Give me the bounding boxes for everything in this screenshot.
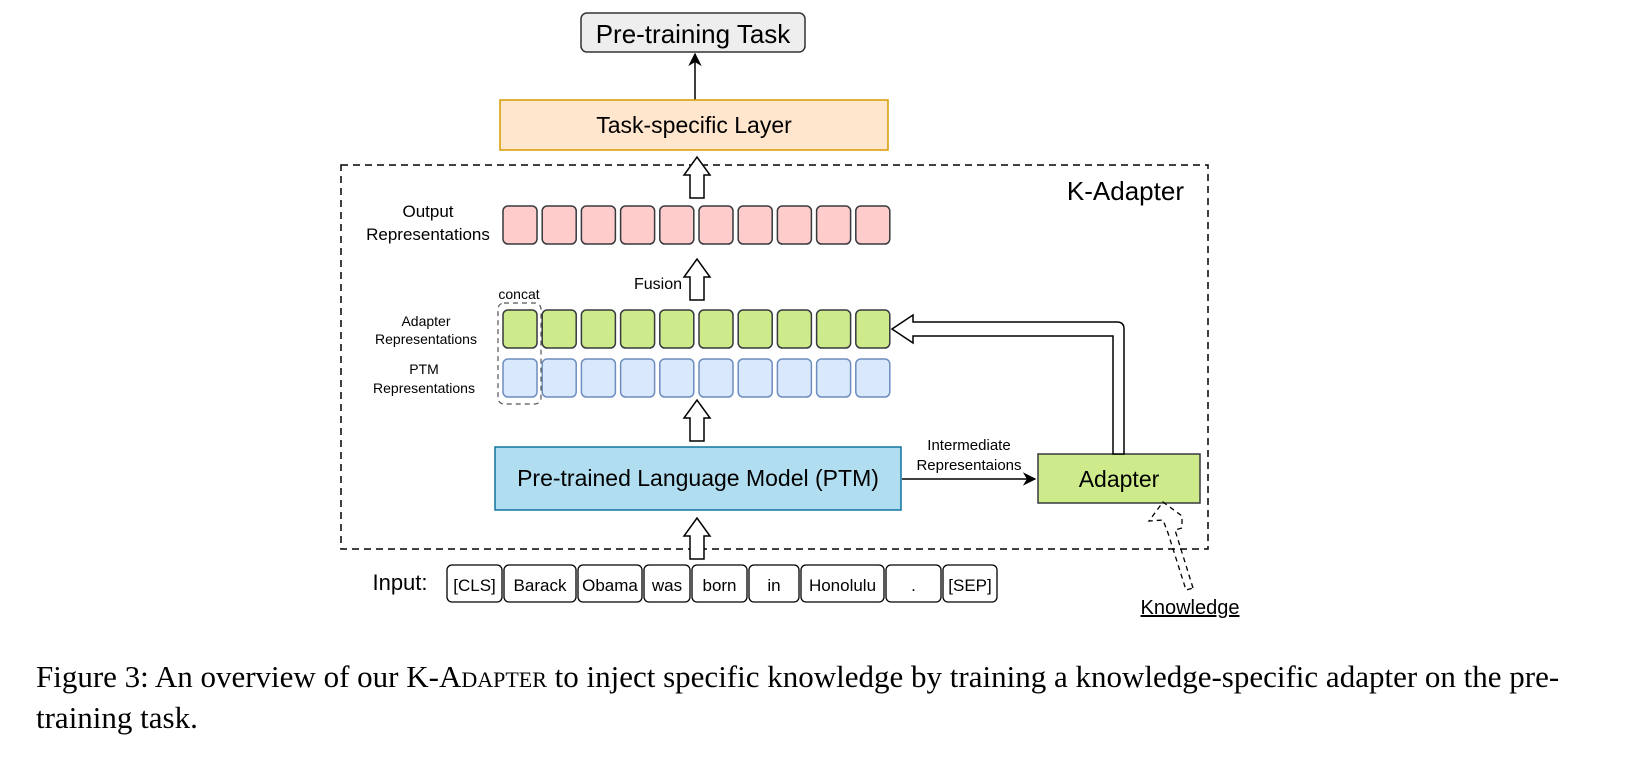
output-to-task-block-arrow bbox=[682, 155, 712, 199]
adapter-representations-row bbox=[502, 309, 891, 349]
ptm-representation-cell bbox=[855, 358, 891, 398]
concat-group-border bbox=[497, 302, 542, 405]
figure-caption: Figure 3: An overview of our K-Adapter t… bbox=[36, 656, 1626, 738]
input-token-label: [SEP] bbox=[948, 576, 991, 595]
input-token-box bbox=[446, 564, 503, 603]
k-adapter-diagram: K-Adapter Pre-training Task Task-specifi… bbox=[340, 12, 1240, 619]
pretraining-task-label: Pre-training Task bbox=[596, 19, 792, 49]
input-token-label: Barack bbox=[514, 576, 567, 595]
output-representation-cell bbox=[815, 205, 852, 245]
k-adapter-group-border bbox=[340, 164, 1209, 550]
intermediate-label-1: Intermediate bbox=[927, 437, 1010, 454]
ptm-row-label-1: PTM bbox=[409, 361, 439, 377]
input-token-box bbox=[942, 564, 998, 603]
caption-name-k: K- bbox=[406, 659, 439, 694]
adapter-representation-cell bbox=[776, 309, 813, 349]
intermediate-label-2: Representaions bbox=[916, 457, 1021, 474]
input-token-box bbox=[748, 564, 800, 603]
adapter-representation-cell bbox=[580, 309, 617, 349]
adapter-representation-cell bbox=[502, 309, 538, 349]
adapter-representation-cell bbox=[619, 309, 656, 349]
output-representation-cell bbox=[580, 205, 617, 245]
input-token-box bbox=[691, 564, 748, 603]
adapter-representation-cell bbox=[815, 309, 852, 349]
ptm-row-label-2: Representations bbox=[373, 380, 475, 396]
task-specific-layer-node: Task-specific Layer bbox=[499, 99, 889, 151]
input-token-label: born bbox=[702, 576, 736, 595]
output-representation-cell bbox=[855, 205, 891, 245]
concat-label: concat bbox=[498, 286, 539, 302]
input-token-box bbox=[503, 564, 577, 603]
fusion-block-arrow bbox=[682, 257, 712, 301]
input-token-label: in bbox=[767, 576, 780, 595]
adapter-row-label-2: Representations bbox=[375, 331, 477, 347]
output-representation-cell bbox=[659, 205, 695, 245]
task-specific-layer-label: Task-specific Layer bbox=[596, 112, 792, 138]
ptm-representation-cell bbox=[659, 358, 695, 398]
output-representation-cell bbox=[737, 205, 773, 245]
output-row-label-1: Output bbox=[402, 202, 453, 221]
input-token-label: Honolulu bbox=[809, 576, 876, 595]
adapter-row-label-1: Adapter bbox=[401, 313, 450, 329]
input-tokens-row: [CLS] Barack Obama was born in Honolulu. [SEP] bbox=[446, 564, 998, 603]
input-token-label: [CLS] bbox=[453, 576, 496, 595]
adapter-representation-cell bbox=[737, 309, 773, 349]
adapter-node: Adapter bbox=[1037, 453, 1201, 504]
output-representation-cell bbox=[776, 205, 813, 245]
knowledge-dashed-arrow bbox=[1147, 501, 1194, 591]
output-representation-cell bbox=[541, 205, 577, 245]
input-token-label: Obama bbox=[582, 576, 638, 595]
caption-prefix: Figure 3: An overview of our bbox=[36, 659, 407, 694]
adapter-representation-cell bbox=[659, 309, 695, 349]
adapter-representation-cell bbox=[541, 309, 577, 349]
k-adapter-group-label: K-Adapter bbox=[1067, 176, 1184, 206]
input-token-box bbox=[643, 564, 691, 603]
adapter-representation-cell bbox=[855, 309, 891, 349]
ptm-representations-row bbox=[502, 358, 891, 398]
ptm-representation-cell bbox=[502, 358, 538, 398]
input-token-label: was bbox=[651, 576, 682, 595]
ptm-representation-cell bbox=[776, 358, 813, 398]
input-token-box bbox=[577, 564, 643, 603]
input-token-box bbox=[885, 564, 942, 603]
pretraining-task-node: Pre-training Task bbox=[580, 12, 806, 53]
input-token-box bbox=[800, 564, 885, 603]
input-to-ptm-block-arrow bbox=[682, 516, 712, 560]
output-row-label-2: Representations bbox=[366, 225, 490, 244]
ptm-label: Pre-trained Language Model (PTM) bbox=[517, 465, 879, 491]
ptm-to-reps-block-arrow bbox=[682, 398, 712, 442]
adapter-label: Adapter bbox=[1079, 466, 1160, 492]
input-label: Input: bbox=[372, 570, 427, 595]
adapter-representation-cell bbox=[698, 309, 734, 349]
adapter-to-reps-block-arrow bbox=[890, 313, 1125, 455]
input-token-label: . bbox=[911, 576, 916, 595]
caption-name-rest: Adapter bbox=[438, 659, 547, 694]
output-representation-cell bbox=[698, 205, 734, 245]
ptm-representation-cell bbox=[698, 358, 734, 398]
ptm-representation-cell bbox=[815, 358, 852, 398]
ptm-representation-cell bbox=[737, 358, 773, 398]
ptm-node: Pre-trained Language Model (PTM) bbox=[494, 446, 902, 511]
caption-suffix: to inject specific knowledge by training… bbox=[36, 659, 1560, 735]
ptm-representation-cell bbox=[541, 358, 577, 398]
ptm-representation-cell bbox=[580, 358, 617, 398]
output-representations-row bbox=[502, 205, 891, 245]
output-representation-cell bbox=[502, 205, 538, 245]
fusion-label: Fusion bbox=[634, 276, 682, 293]
ptm-representation-cell bbox=[619, 358, 656, 398]
knowledge-label: Knowledge bbox=[1141, 597, 1240, 619]
output-representation-cell bbox=[619, 205, 656, 245]
